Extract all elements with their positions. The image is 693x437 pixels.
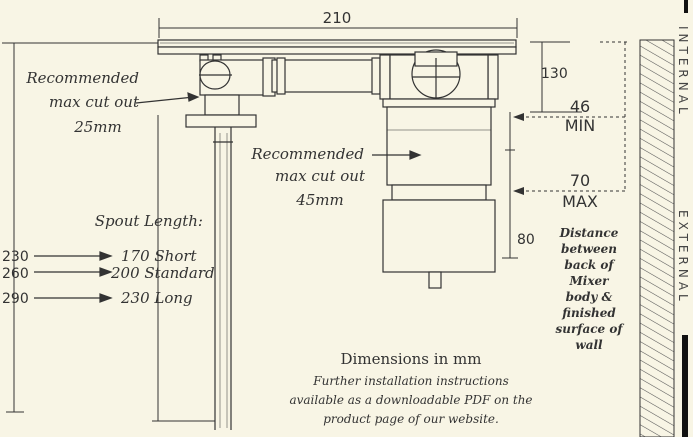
depth-130-label: 130: [541, 66, 568, 82]
max-value-label: 70: [570, 171, 590, 190]
connecting-pipe: [271, 57, 383, 95]
cutout-arrows: [135, 92, 422, 160]
distance-note-line: Mixer: [569, 274, 611, 288]
cutout-45-line1: Recommended: [250, 145, 364, 163]
cutout-25-line1: Recommended: [25, 69, 139, 87]
spout-options: 230 170 Short 260 200 Standard 290 230 L…: [2, 247, 215, 307]
min-value-label: 46: [570, 97, 590, 116]
cutout-45-line2: max cut out: [275, 167, 366, 185]
wall-hatching: [639, 39, 675, 437]
spout-option-total: 290: [2, 291, 29, 307]
distance-note-line: surface of: [555, 322, 624, 336]
internal-label: INTERNAL: [676, 26, 690, 118]
distance-note-line: back of: [564, 258, 615, 272]
spout-body: [185, 54, 276, 430]
depth-dimension-lines: [502, 41, 582, 259]
width-dimension-label: 210: [323, 9, 352, 27]
instructions-line2: available as a downloadable PDF on the: [289, 393, 532, 407]
height-80-label: 80: [517, 232, 535, 248]
spout-height-line: [2, 42, 215, 422]
distance-note-line: between: [561, 242, 617, 256]
mounting-plate: [157, 39, 517, 55]
instructions-line1: Further installation instructions: [312, 374, 508, 388]
wall-markers: [682, 0, 688, 437]
cutout-25-line2: max cut out: [49, 93, 140, 111]
cutout-45-line3: 45mm: [295, 191, 344, 209]
spout-arrows: [34, 251, 113, 303]
external-label: EXTERNAL: [676, 210, 690, 305]
spout-option-total: 230: [2, 249, 29, 265]
spout-option-label: 170 Short: [121, 247, 198, 265]
width-dimension-line: [158, 18, 518, 38]
min-label: MIN: [565, 116, 596, 135]
distance-note-line: Distance: [559, 226, 619, 240]
spout-option-label: 200 Standard: [110, 264, 215, 282]
mixer-body: [379, 49, 499, 289]
cutout-25-line3: 25mm: [73, 118, 122, 136]
min-max-dashed-leaders: [520, 41, 628, 192]
spout-option-total: 260: [2, 266, 29, 282]
distance-note-line: finished: [561, 306, 616, 320]
max-label: MAX: [562, 192, 598, 211]
spout-length-title: Spout Length:: [95, 212, 203, 230]
distance-note-line: wall: [575, 338, 603, 352]
min-max-arrowheads: [513, 113, 524, 195]
dimensions-title: Dimensions in mm: [341, 350, 482, 368]
instructions-line3: product page of our website.: [323, 412, 499, 426]
distance-note-line: body &: [566, 290, 613, 304]
spout-option-label: 230 Long: [120, 289, 193, 307]
